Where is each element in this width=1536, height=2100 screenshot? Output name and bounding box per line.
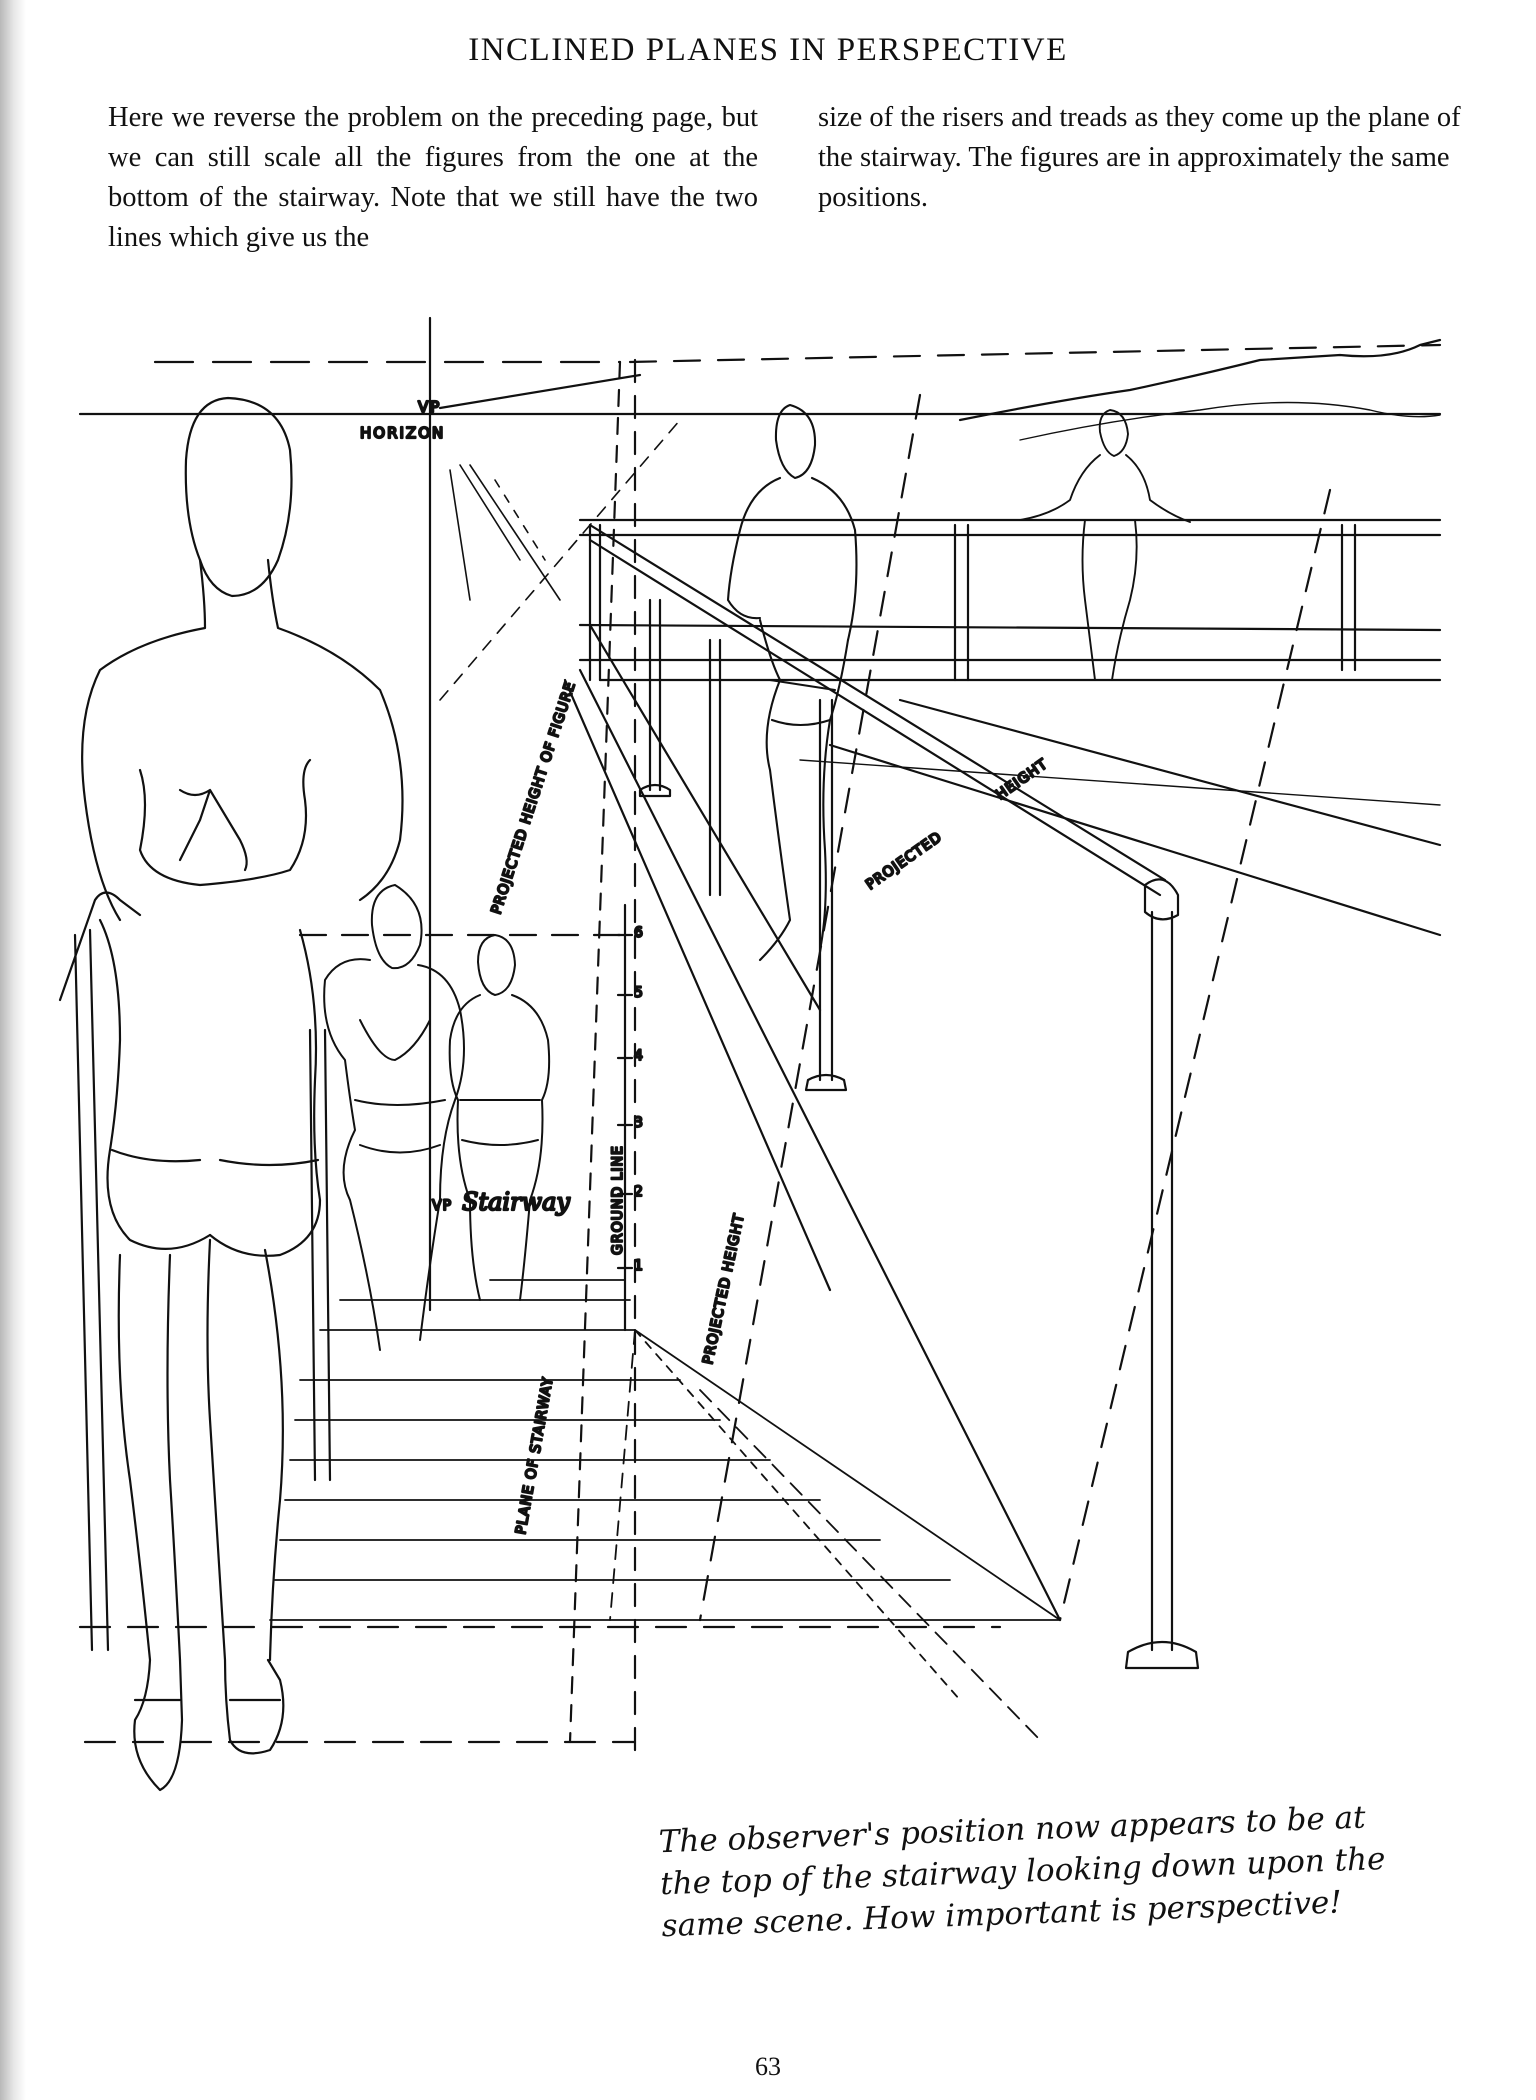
mid-stair-woman [324,885,464,1350]
scale-mark-4: 4 [634,1048,644,1064]
scale-mark-5: 5 [634,985,644,1001]
vp-label: VP [418,398,441,416]
scale-mark-1: 1 [634,1258,644,1274]
stair-treads [270,1280,1060,1740]
mid-stair-man [450,935,549,1300]
foreground-figure [82,398,402,1790]
scale-mark-3: 3 [634,1115,644,1131]
ground-line-label: GROUND LINE [610,1145,626,1255]
projected-label-upper: PROJECTED [863,829,945,893]
stair-handrails [565,525,1198,1668]
plane-of-stairway-label: PLANE OF STAIRWAY [513,1376,557,1536]
railing-woman [1020,410,1190,680]
handwritten-caption: The observer's position now appears to b… [658,1795,1422,1947]
foreground-railing [60,893,330,1651]
projected-height-of-figure-label: PROJECTED HEIGHT OF FIGURE [489,679,580,916]
projected-height-label: PROJECTED HEIGHT [700,1212,748,1366]
scale-mark-6: 6 [634,925,644,941]
horizon-label: HORIZON [360,424,445,442]
page-number: 63 [0,2052,1536,2082]
vanishing-rays [440,420,680,700]
upper-stair-man [728,405,856,960]
scale-mark-2: 2 [634,1184,644,1200]
vp-stairway-label: VP [432,1198,452,1214]
stairway-label: Stairway [462,1188,570,1216]
scale-ground-line [300,905,640,1330]
distant-coastline [960,340,1440,440]
